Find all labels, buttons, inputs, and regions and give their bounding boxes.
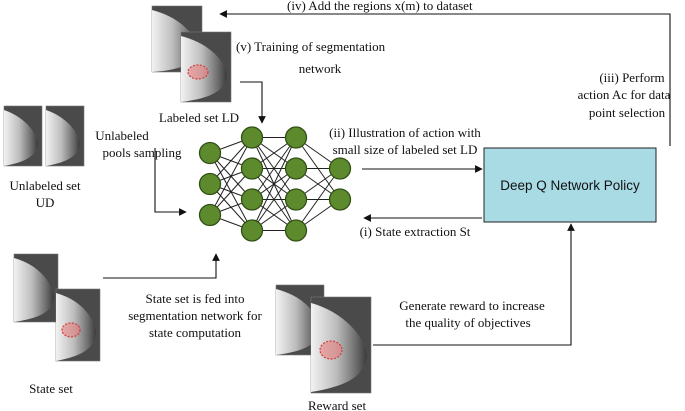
network-node-layer-4 bbox=[328, 157, 352, 180]
reward-arrow bbox=[373, 223, 575, 346]
network-edge bbox=[251, 137, 297, 200]
network-node-layer-3 bbox=[284, 126, 308, 149]
network-node-layer-2 bbox=[240, 188, 264, 211]
state-set-label: State set bbox=[29, 381, 73, 396]
mammogram-image bbox=[45, 105, 85, 167]
network-node-layer-3 bbox=[284, 188, 308, 211]
labeled-set-label: Labeled set LD bbox=[159, 110, 239, 125]
labeled-set-images bbox=[151, 5, 232, 103]
mammogram-image bbox=[13, 253, 59, 323]
network-node-layer-2 bbox=[240, 157, 264, 180]
network-node-layer-3 bbox=[284, 157, 308, 180]
tumor-region-marker bbox=[61, 322, 81, 338]
network-connections bbox=[209, 137, 341, 231]
state-fed-label-line2: segmentation network for bbox=[128, 308, 262, 323]
mammogram-image-annotated bbox=[55, 288, 101, 362]
network-edge bbox=[251, 137, 297, 231]
training-arrow bbox=[240, 81, 266, 124]
perform-label-line2: action Ac for data bbox=[578, 87, 671, 102]
mammogram-image-annotated bbox=[180, 31, 232, 103]
state-fed-label-line3: state computation bbox=[149, 325, 242, 340]
network-node-layer-1 bbox=[198, 203, 222, 227]
state-feed-arrow bbox=[103, 253, 220, 279]
reward-set-images bbox=[275, 284, 372, 394]
network-node-layer-1 bbox=[198, 141, 222, 165]
reward-set-label: Reward set bbox=[308, 398, 367, 411]
state-fed-label-line1: State set is fed into bbox=[146, 291, 245, 306]
perform-label-line3: point selection bbox=[589, 105, 666, 120]
unlabeled-set-label-line2: UD bbox=[36, 195, 55, 210]
state-extraction-label: (i) State extraction St bbox=[360, 224, 471, 239]
reward-gen-label-line2: the quality of objectives bbox=[405, 315, 530, 330]
network-edge bbox=[295, 168, 341, 231]
sampling-label-line2: pools sampling bbox=[102, 145, 182, 160]
policy-box-label: Deep Q Network Policy bbox=[500, 178, 640, 193]
reward-gen-label-line1: Generate reward to increase bbox=[399, 298, 545, 313]
network-node-layer-4 bbox=[328, 188, 352, 211]
add-regions-label: (iv) Add the regions x(m) to dataset bbox=[287, 0, 473, 13]
network-node-layer-1 bbox=[198, 172, 222, 196]
sampling-arrow bbox=[154, 148, 187, 216]
network-edge bbox=[209, 137, 253, 216]
add-regions-arrow bbox=[219, 10, 671, 146]
illustration-label-line1: (ii) Illustration of action with bbox=[329, 125, 481, 140]
tumor-region-marker bbox=[319, 340, 343, 360]
illustration-label-line2: small size of labeled set LD bbox=[333, 142, 478, 157]
training-label-line1: (v) Training of segmentation bbox=[236, 39, 386, 54]
network-node-layer-3 bbox=[284, 219, 308, 242]
state-set-images bbox=[13, 253, 101, 362]
network-node-layer-2 bbox=[240, 126, 264, 149]
network-edge bbox=[251, 168, 297, 231]
perform-label-line1: (iii) Perform bbox=[599, 70, 664, 85]
policy-box: Deep Q Network Policy bbox=[483, 147, 657, 223]
tumor-region-marker bbox=[187, 64, 209, 80]
mammogram-image-annotated bbox=[310, 296, 372, 394]
unlabeled-set-images bbox=[3, 105, 85, 167]
mammogram-image bbox=[3, 105, 43, 167]
sampling-label-line1: Unlabeled bbox=[95, 128, 149, 143]
policy-box-rect bbox=[483, 147, 657, 223]
network-node-layer-2 bbox=[240, 219, 264, 242]
unlabeled-set-label-line1: Unlabeled set bbox=[9, 178, 81, 193]
segmentation-network bbox=[198, 126, 352, 242]
flow-arrows bbox=[103, 10, 671, 346]
training-label-line2: network bbox=[299, 61, 342, 76]
